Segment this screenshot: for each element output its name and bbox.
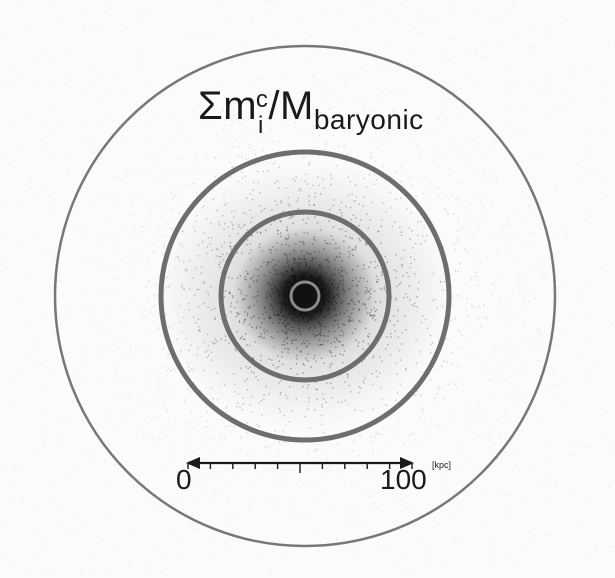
formula-superscript-c: c xyxy=(255,86,269,113)
scale-start-label: 0 xyxy=(176,464,192,495)
formula-slash-m: /M xyxy=(268,84,314,128)
formula-subscript-baryonic: baryonic xyxy=(313,104,424,135)
formula-subscript-i: i xyxy=(258,112,264,139)
scale-ticks xyxy=(187,463,413,473)
scale-arrow-right xyxy=(400,457,414,469)
scale-arrow-left xyxy=(186,457,200,469)
third-ring xyxy=(218,209,392,383)
scale-end-label: 100 xyxy=(380,464,427,495)
scale-unit-label: [kpc] xyxy=(432,460,452,470)
center-ring xyxy=(289,280,321,312)
second-ring xyxy=(158,149,452,443)
scale-bar xyxy=(186,457,414,473)
formula-label: Σmic/Mbaryonic xyxy=(198,84,424,139)
outer-ring xyxy=(53,44,557,548)
formula-sigma-m: Σm xyxy=(198,84,258,128)
